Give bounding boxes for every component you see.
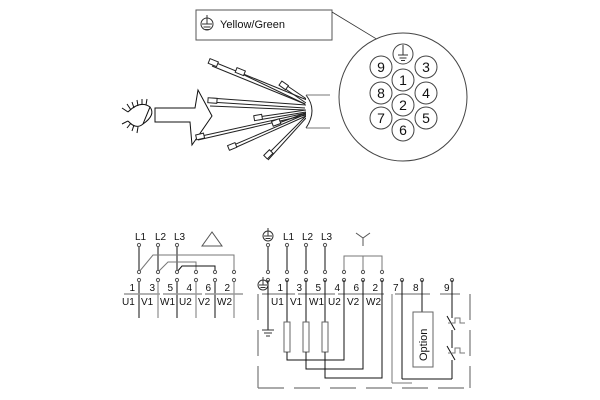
- terminal-4: 4: [186, 283, 192, 294]
- terminal-7: 7: [393, 283, 399, 294]
- svg-text:5: 5: [422, 110, 430, 126]
- svg-text:8: 8: [377, 85, 385, 101]
- terminal-1: 1: [129, 283, 135, 294]
- winding-v1: V1: [290, 297, 303, 308]
- plug-face: 9 3 1 8 4 2 7 5 6: [338, 32, 468, 162]
- winding-resistor: [283, 321, 291, 353]
- svg-text:4: 4: [422, 85, 430, 101]
- terminal-1: 1: [277, 283, 283, 294]
- option-module: [412, 311, 434, 368]
- line-label-l2: L2: [155, 232, 167, 243]
- plug-pin-3: 3: [414, 55, 438, 79]
- winding-u2: U2: [179, 297, 192, 308]
- earth-ground-icon: [262, 329, 274, 337]
- terminal-8: 8: [413, 283, 419, 294]
- plug-pin-earth: [392, 43, 414, 65]
- winding-v2: V2: [198, 297, 211, 308]
- plug-pin-7: 7: [369, 106, 393, 130]
- winding-v2: V2: [347, 297, 360, 308]
- earth-ground-icon: [200, 15, 214, 31]
- terminal-5: 5: [167, 283, 173, 294]
- legend-label: Yellow/Green: [220, 19, 285, 31]
- line-label-l3: L3: [174, 232, 186, 243]
- terminal-3: 3: [296, 283, 302, 294]
- plug-pin-9: 9: [369, 55, 393, 79]
- eye-icon: [121, 98, 153, 134]
- star-diagram: L1 L2 L3: [257, 228, 471, 389]
- terminal-5: 5: [315, 283, 321, 294]
- view-direction-arrow: [154, 88, 213, 147]
- plug-pin-6: 6: [391, 118, 415, 142]
- winding-v1: V1: [141, 297, 154, 308]
- terminal-6: 6: [353, 283, 359, 294]
- option-label: Option: [418, 329, 430, 361]
- line-label-l2: L2: [302, 232, 314, 243]
- winding-w2: W2: [366, 297, 381, 308]
- thermal-switch: [446, 280, 465, 379]
- winding-w1: W1: [309, 297, 324, 308]
- plug-pin-4: 4: [414, 81, 438, 105]
- terminal-4: 4: [334, 283, 340, 294]
- plug-pin-5: 5: [414, 106, 438, 130]
- svg-text:1: 1: [399, 72, 407, 88]
- winding-resistor: [321, 321, 329, 353]
- legend-box: Yellow/Green: [195, 9, 400, 54]
- line-label-l1: L1: [135, 232, 147, 243]
- terminal-6: 6: [205, 283, 211, 294]
- svg-text:9: 9: [377, 59, 385, 75]
- svg-text:3: 3: [422, 59, 430, 75]
- cable-bundle: [195, 57, 330, 161]
- terminal-2: 2: [224, 283, 230, 294]
- delta-diagram: L1 L2 L3: [122, 231, 243, 318]
- winding-u2: U2: [328, 297, 341, 308]
- svg-text:6: 6: [399, 122, 407, 138]
- svg-text:2: 2: [399, 97, 407, 113]
- winding-resistor: [302, 321, 310, 353]
- plug-pin-2: 2: [391, 93, 415, 117]
- line-label-l1: L1: [283, 232, 295, 243]
- plug-pin-8: 8: [369, 81, 393, 105]
- terminal-2: 2: [372, 283, 378, 294]
- terminal-9: 9: [444, 283, 450, 294]
- line-label-l3: L3: [321, 232, 333, 243]
- winding-u1: U1: [271, 297, 284, 308]
- plug-pin-1: 1: [391, 68, 415, 92]
- winding-w1: W1: [160, 297, 175, 308]
- motor-enclosure: [257, 294, 471, 389]
- winding-w2: W2: [217, 297, 232, 308]
- star-icon: [355, 232, 371, 246]
- terminal-3: 3: [149, 283, 155, 294]
- winding-u1: U1: [122, 297, 135, 308]
- delta-icon: [201, 231, 223, 247]
- svg-text:7: 7: [377, 110, 385, 126]
- earth-ground-icon: [262, 228, 274, 242]
